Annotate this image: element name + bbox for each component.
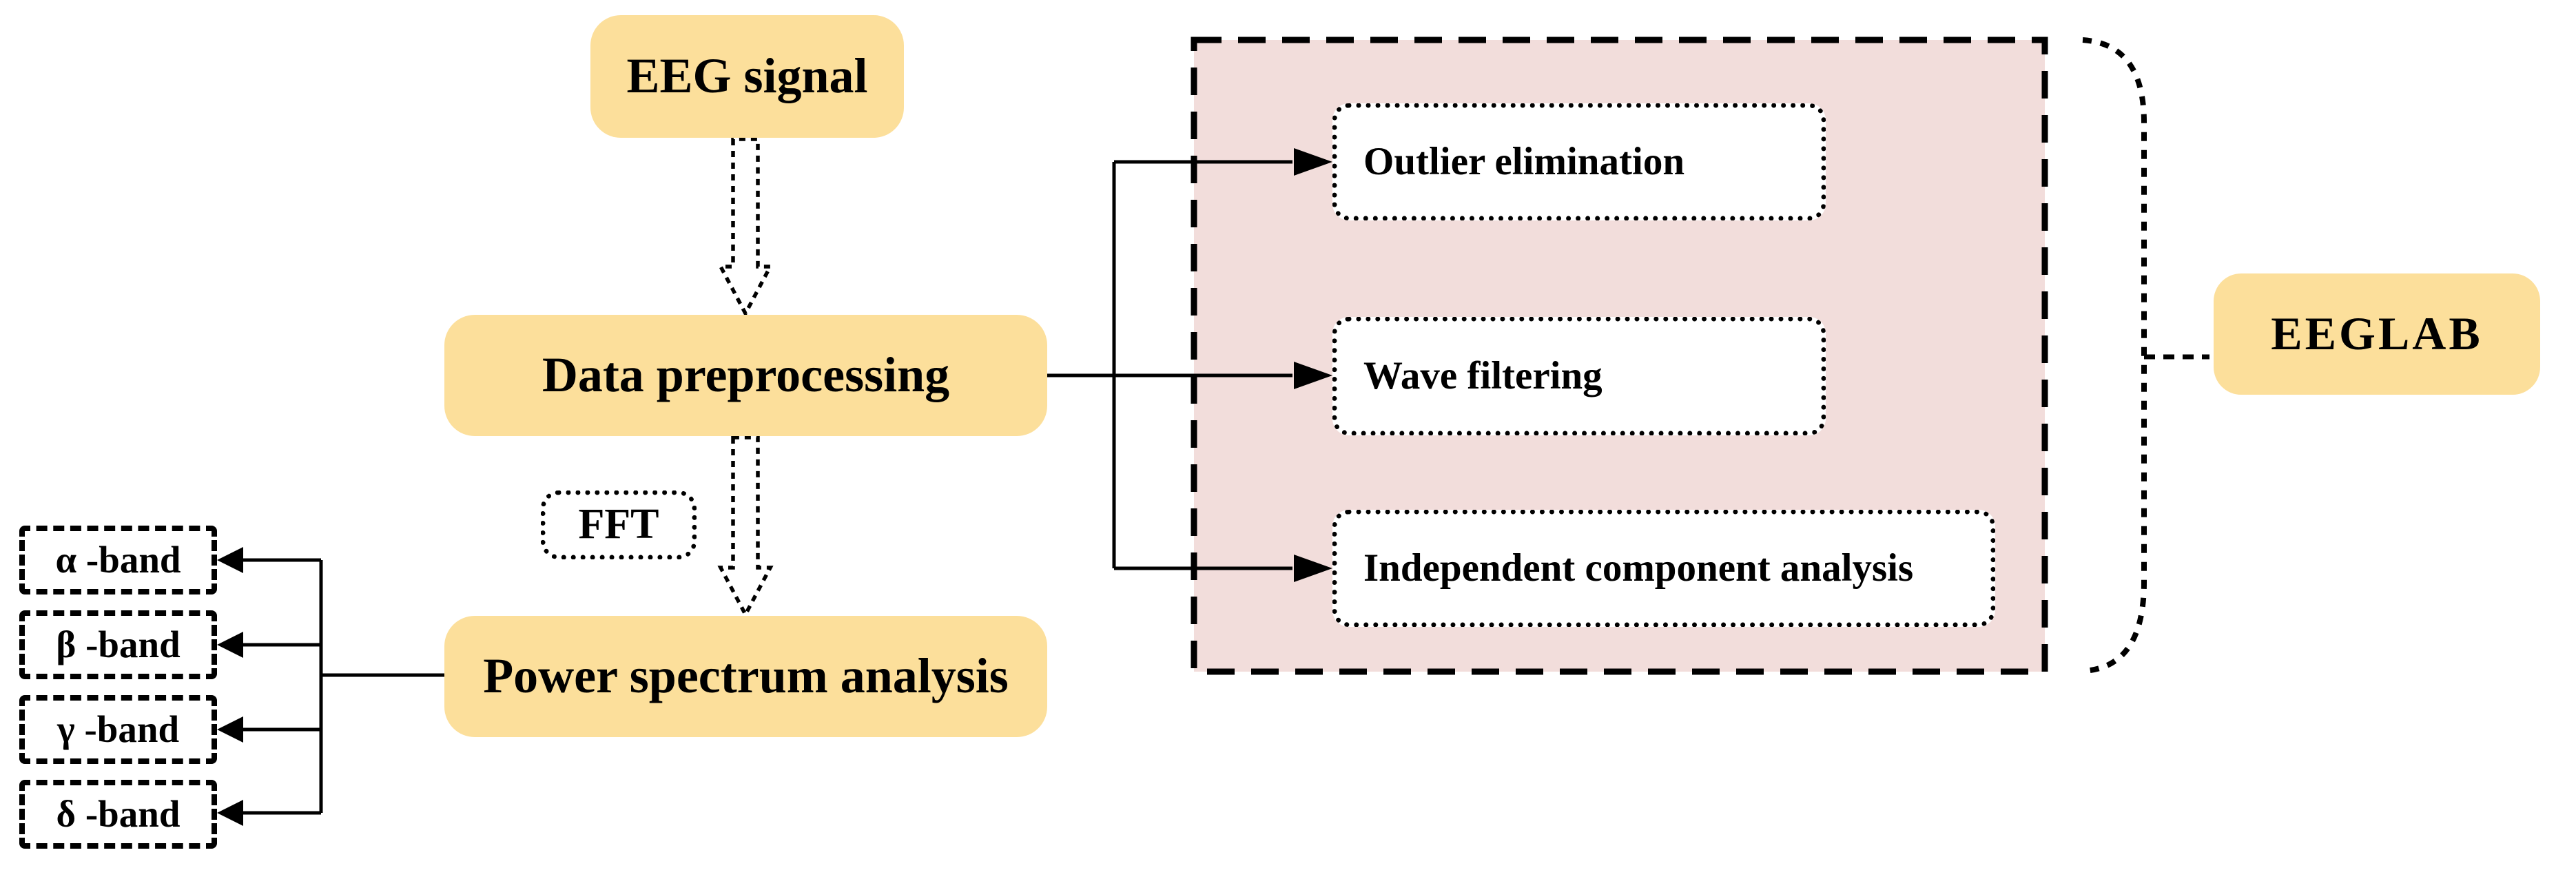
arrowhead-gamma (217, 716, 243, 743)
node-beta-band: β -band (19, 610, 217, 679)
brace-eeglab (2082, 37, 2147, 674)
arrowhead-alpha (217, 547, 243, 573)
node-eeglab: EEGLAB (2214, 273, 2540, 395)
arrow-eeg-to-preprocessing (717, 137, 774, 318)
node-eeg-signal: EEG signal (590, 15, 904, 138)
arrowhead-outlier (1294, 148, 1332, 176)
node-data-preprocessing: Data preprocessing (444, 315, 1047, 436)
node-gamma-band: γ -band (19, 695, 217, 764)
arrow-preprocessing-to-powerspectrum (717, 435, 774, 619)
node-alpha-band: α -band (19, 526, 217, 594)
arrowhead-ica (1294, 555, 1332, 582)
arrowhead-beta (217, 632, 243, 658)
node-independent-component-analysis: Independent component analysis (1332, 510, 1995, 627)
node-wave-filtering: Wave filtering (1332, 317, 1826, 435)
node-fft: FFT (541, 490, 697, 559)
arrowhead-delta (217, 800, 243, 826)
arrowhead-wave (1294, 362, 1332, 389)
node-power-spectrum: Power spectrum analysis (444, 616, 1047, 737)
node-outlier-elimination: Outlier elimination (1332, 103, 1826, 220)
node-delta-band: δ -band (19, 780, 217, 849)
